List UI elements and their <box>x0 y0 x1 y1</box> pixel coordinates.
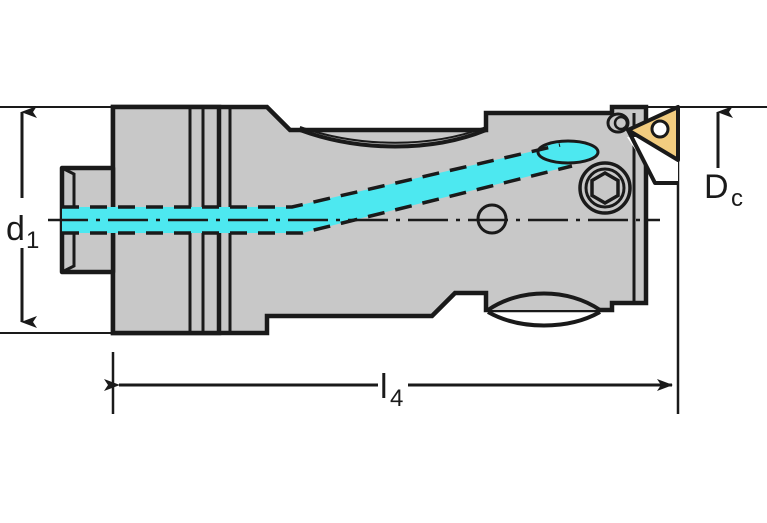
coolant-outlet-ellipse <box>536 139 600 165</box>
dimension-Dc: D c <box>704 106 743 212</box>
hidden-line-channel-bottom <box>62 164 573 235</box>
screw-hex-socket <box>590 170 620 206</box>
insert-locator-pin-inner <box>613 115 629 131</box>
hidden-lines <box>62 143 573 235</box>
dimension-l4: l 4 <box>104 368 673 412</box>
hidden-line-channel-top <box>62 143 561 209</box>
d1-label-subscript: 1 <box>26 227 39 254</box>
l4-label-symbol: l <box>380 368 388 406</box>
Dc-label-subscript: c <box>731 185 743 212</box>
flute-bottom <box>486 291 602 312</box>
d1-label-symbol: d <box>6 210 25 248</box>
flute-top <box>299 128 487 149</box>
clamp-screw <box>578 161 632 215</box>
flute-top-inner <box>299 126 487 144</box>
insert-shim-edge <box>626 129 678 185</box>
coolant-channel-angled <box>292 145 570 233</box>
Dc-label-symbol: D <box>704 168 729 206</box>
insert-hole <box>650 119 670 139</box>
dimension-d1: d 1 <box>6 106 39 328</box>
l4-label-subscript: 4 <box>390 385 403 412</box>
cutting-insert-group <box>606 105 680 185</box>
flute-bottom-lower <box>487 310 601 328</box>
